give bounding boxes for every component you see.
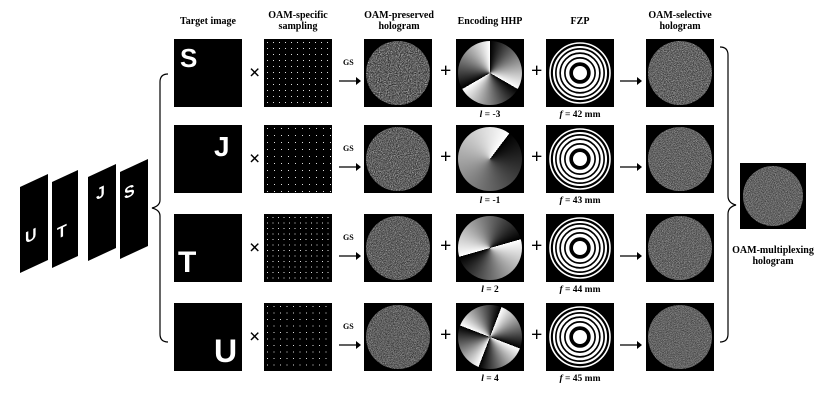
plus-symbol: + [531,60,543,82]
stacked-letter-cards [20,159,148,273]
l-symbol: l [479,110,483,120]
l-symbol: l [479,196,483,206]
l-caption: l = -1 [450,196,530,206]
f-symbol: f [559,110,563,120]
f-caption: f = 43 mm [540,196,620,206]
result-arrow [620,247,642,265]
selective-hologram [646,303,714,371]
target-image: S [174,39,242,107]
selective-hologram [646,39,714,107]
target-letter: S [180,43,198,73]
plus-symbol: + [531,146,543,168]
gs-label: GS [343,144,354,153]
preserved-hologram [364,39,432,107]
target-image: J [174,125,242,193]
f-caption: f = 42 mm [540,110,620,120]
target-letter: J [214,131,230,162]
f-value: = 43 mm [565,196,601,206]
plus-symbol: + [440,235,452,257]
header-oam-selective-hologram: OAM-selective hologram [648,10,712,32]
l-value: = 4 [486,374,499,384]
sampling-grid [264,125,332,193]
left-brace [151,73,169,343]
plus-symbol: + [531,235,543,257]
gs-arrow [339,72,361,90]
l-value: = -1 [484,196,501,206]
target-image: U [174,303,242,371]
target-letter: U [214,333,238,369]
preserved-hologram [364,303,432,371]
l-symbol: l [481,374,484,384]
multiplexing-label: OAM-multiplexing hologram [732,245,814,267]
fresnel-zone-plate [546,125,614,193]
l-value: = -3 [484,110,501,120]
fresnel-zone-plate [546,303,614,371]
header-oam-specific-sampling: OAM-specific sampling [268,10,328,32]
fresnel-zone-plate [546,39,614,107]
selective-hologram [646,214,714,282]
plus-symbol: + [440,324,452,346]
f-value: = 42 mm [565,110,601,120]
preserved-hologram [364,125,432,193]
selective-hologram [646,125,714,193]
plus-symbol: + [440,146,452,168]
plus-symbol: + [531,324,543,346]
right-bracket [719,46,737,343]
hhp-disk [458,127,522,191]
l-caption: l = 4 [450,374,530,384]
gs-label: GS [343,233,354,242]
l-symbol: l [481,285,484,295]
plus-symbol: + [440,60,452,82]
times-symbol: × [249,326,261,348]
times-symbol: × [249,237,261,259]
times-symbol: × [249,148,261,170]
f-caption: f = 44 mm [540,285,620,295]
times-symbol: × [249,62,261,84]
helical-phase-plate [456,125,524,193]
result-arrow [620,72,642,90]
gs-arrow [339,158,361,176]
gs-label: GS [343,58,354,67]
hhp-disk [458,305,522,369]
header-fzp: FZP [570,16,590,27]
hhp-disk [458,216,522,280]
f-symbol: f [559,374,563,384]
sampling-grid [264,303,332,371]
header-target-image: Target image [179,16,236,27]
l-caption: l = 2 [450,285,530,295]
f-caption: f = 45 mm [540,374,620,384]
gs-label: GS [343,322,354,331]
helical-phase-plate [456,39,524,107]
f-value: = 44 mm [565,285,601,295]
preserved-hologram [364,214,432,282]
l-caption: l = -3 [450,110,530,120]
f-symbol: f [559,285,563,295]
gs-arrow [339,247,361,265]
target-image: T [174,214,242,282]
sampling-grid [264,214,332,282]
f-symbol: f [559,196,563,206]
hhp-disk [458,41,522,105]
l-value: = 2 [486,285,499,295]
result-arrow [620,158,642,176]
gs-arrow [339,336,361,354]
oam-multiplexing-hologram [740,163,806,229]
header-encoding-hhp: Encoding HHP [457,16,523,27]
helical-phase-plate [456,214,524,282]
target-letter: T [178,246,197,279]
helical-phase-plate [456,303,524,371]
header-oam-preserved-hologram: OAM-preserved hologram [364,10,434,32]
f-value: = 45 mm [565,374,601,384]
result-arrow [620,336,642,354]
fresnel-zone-plate [546,214,614,282]
sampling-grid [264,39,332,107]
